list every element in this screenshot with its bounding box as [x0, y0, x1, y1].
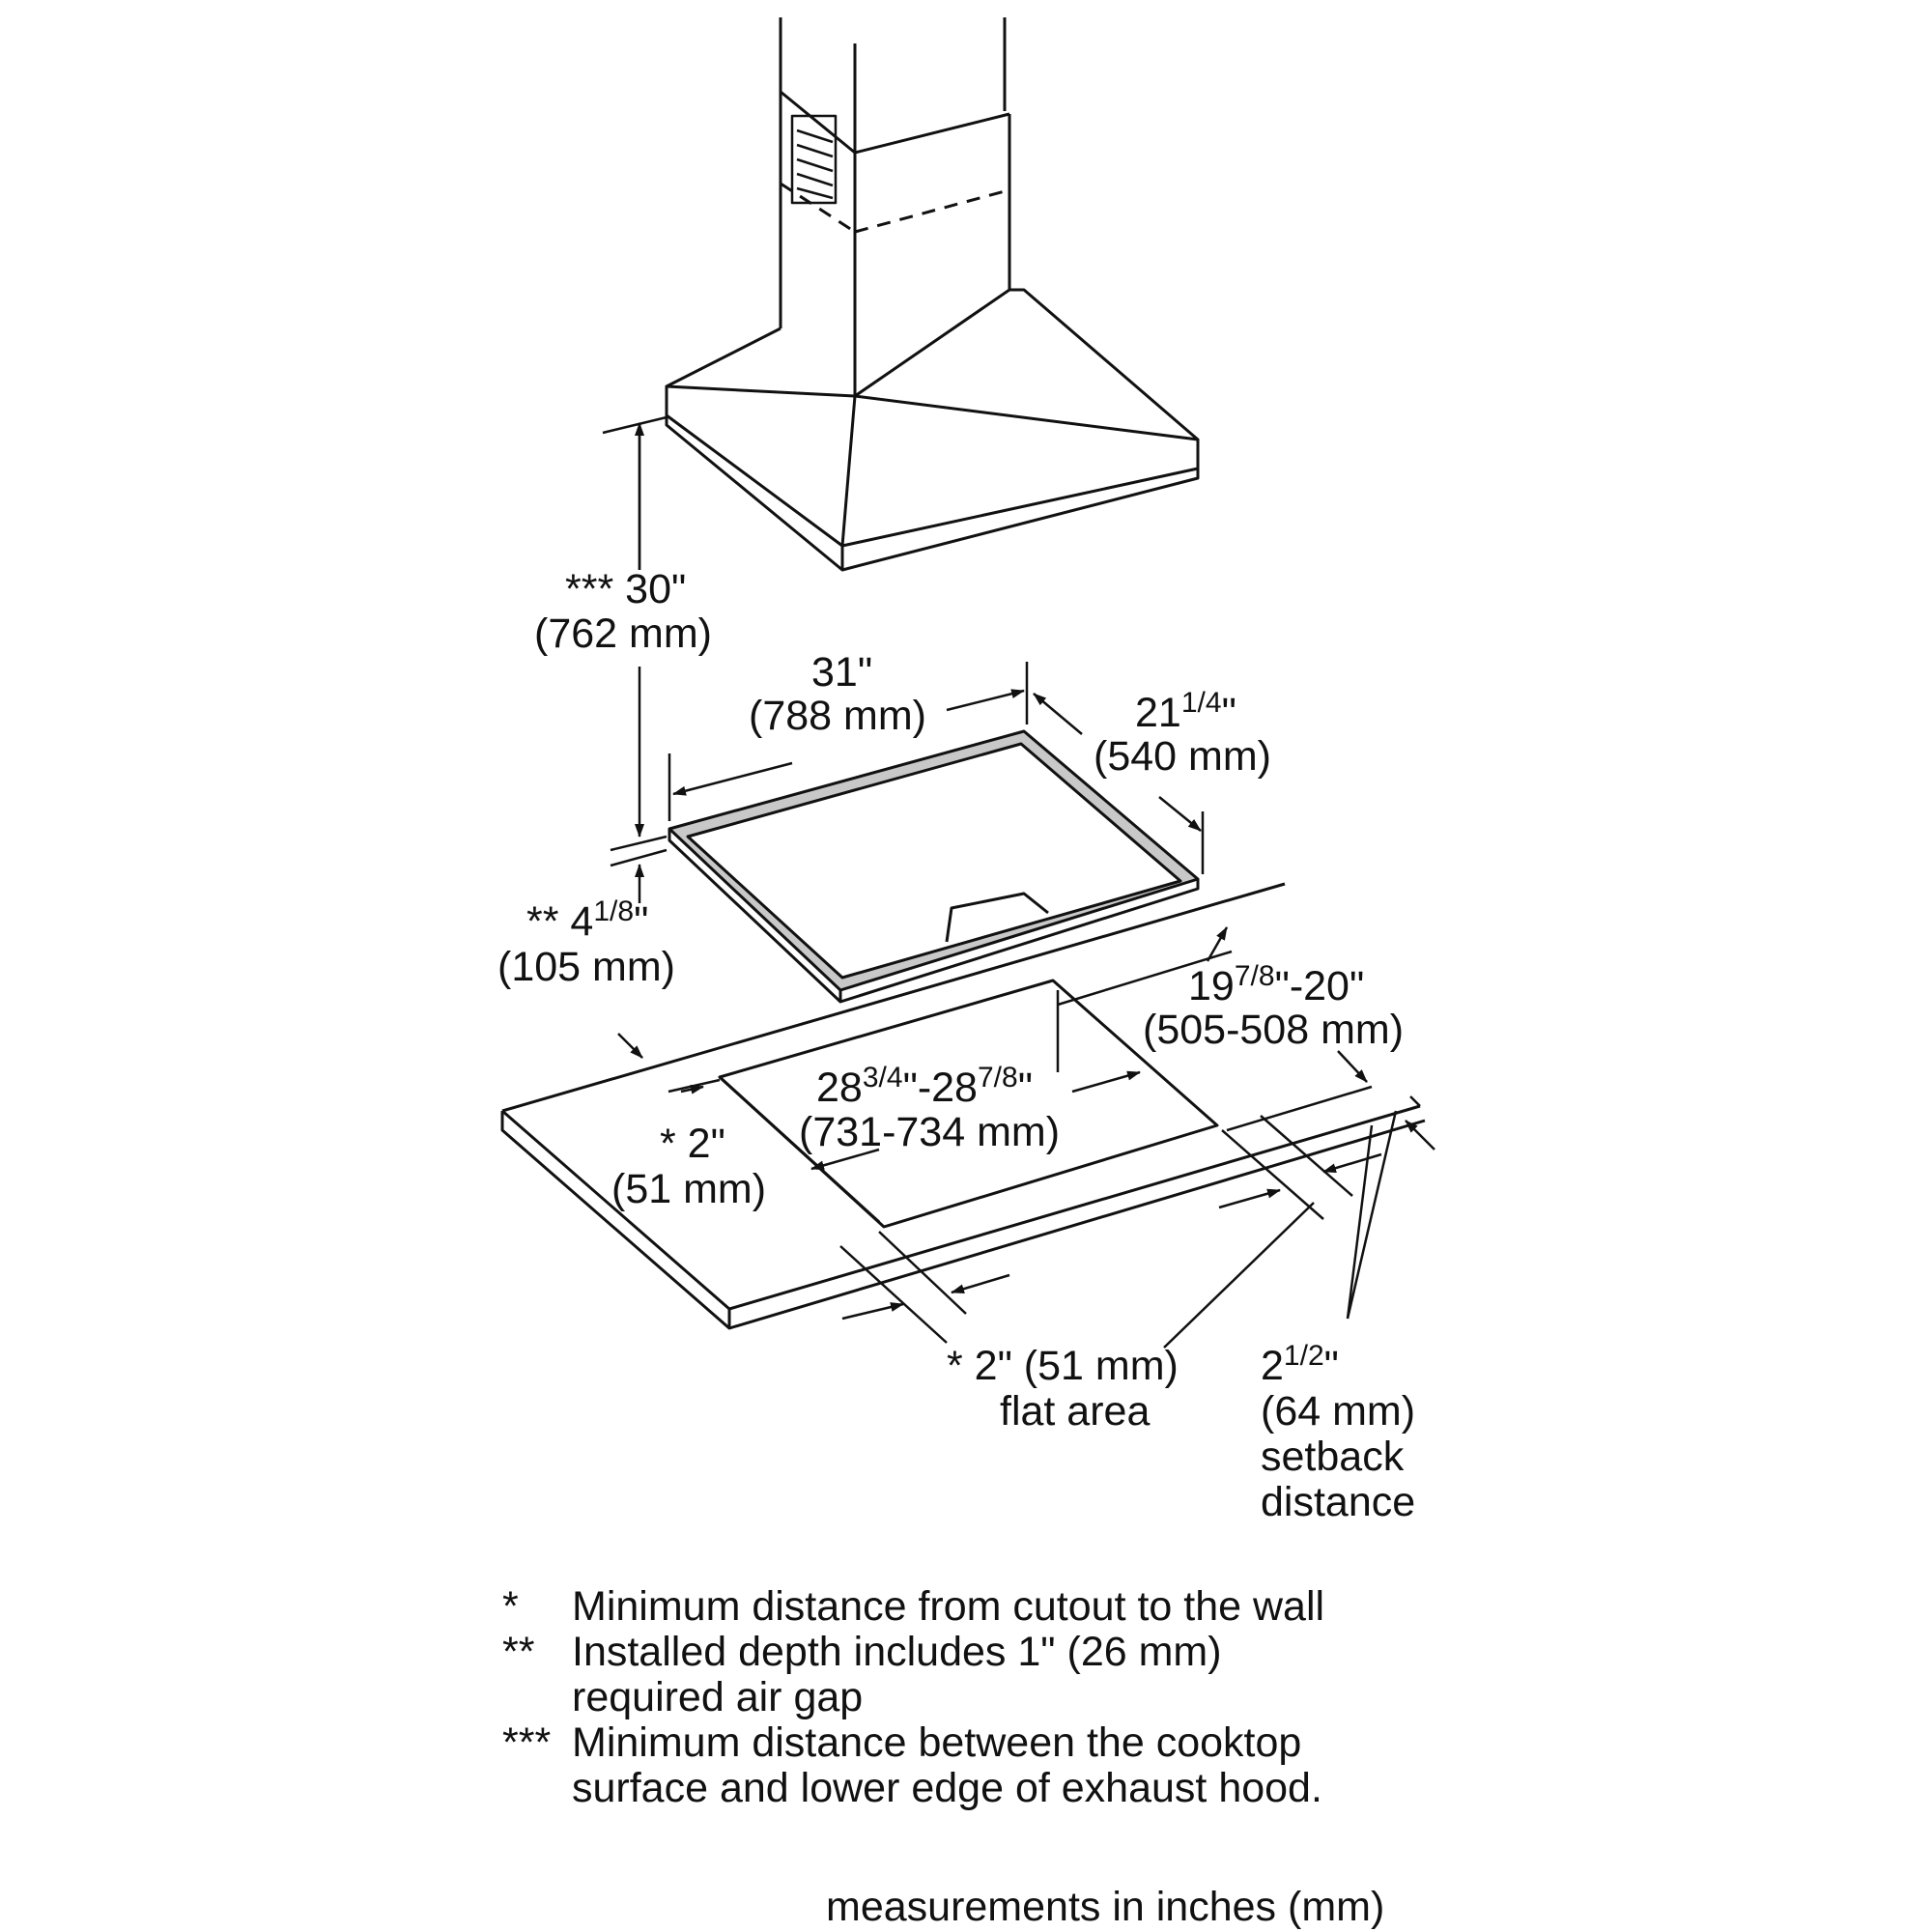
depth-label: 211/4" [1135, 687, 1236, 736]
footnote-3: *** Minimum distance between the cooktop [502, 1720, 1468, 1766]
footnote-text: surface and lower edge of exhaust hood. [572, 1765, 1322, 1811]
installed-depth-mm-label: (105 mm) [497, 944, 675, 990]
wall-distance-label: * 2" [660, 1121, 725, 1167]
footnote-text: Minimum distance from cutout to the wall [572, 1583, 1325, 1630]
footnote-mark: ** [502, 1629, 535, 1675]
footnote-text: Installed depth includes 1" (26 mm) [572, 1629, 1222, 1675]
width-label: 31" [811, 649, 872, 696]
dimension-lines [602, 415, 1435, 1349]
setback-label: 21/2" [1261, 1340, 1339, 1389]
cutout-width-mm-label: (731-734 mm) [799, 1109, 1060, 1155]
depth-mm-label: (540 mm) [1094, 733, 1271, 780]
footnote-mark: *** [502, 1719, 552, 1766]
flat-area-label: * 2" (51 mm) [947, 1343, 1179, 1389]
cooktop [668, 729, 1200, 1004]
setback-mm-label: (64 mm) [1261, 1388, 1415, 1435]
flat-area-label-2: flat area [1000, 1388, 1150, 1435]
footnotes: * Minimum distance from cutout to the wa… [502, 1584, 1468, 1811]
hood-gap-label: *** 30" [565, 566, 686, 612]
hood-gap-mm-label: (762 mm) [534, 611, 712, 657]
wall-distance-mm-label: (51 mm) [611, 1166, 766, 1212]
setback-label-2: setback [1261, 1434, 1405, 1480]
cutout-depth-mm-label: (505-508 mm) [1143, 1007, 1404, 1053]
width-mm-label: (788 mm) [749, 693, 926, 739]
cutout-depth-label: 197/8"-20" [1188, 960, 1364, 1009]
setback-label-3: distance [1261, 1479, 1415, 1525]
measurement-units-note: measurements in inches (mm) [826, 1884, 1385, 1930]
footnote-text: Minimum distance between the cooktop [572, 1719, 1302, 1766]
footnote-mark: * [502, 1583, 519, 1630]
installed-depth-label: ** 41/8" [526, 895, 648, 945]
countertop [500, 882, 1426, 1330]
exhaust-hood [665, 17, 1200, 572]
footnote-2: ** Installed depth includes 1" (26 mm) [502, 1630, 1468, 1675]
vent-grille [790, 114, 838, 205]
footnote-text: required air gap [572, 1674, 864, 1720]
dimension-labels: *** 30" (762 mm) 31" (788 mm) 211/4" (54… [497, 566, 1415, 1525]
cutout-width-label: 283/4"-287/8" [816, 1062, 1033, 1111]
footnote-1: * Minimum distance from cutout to the wa… [502, 1584, 1468, 1630]
